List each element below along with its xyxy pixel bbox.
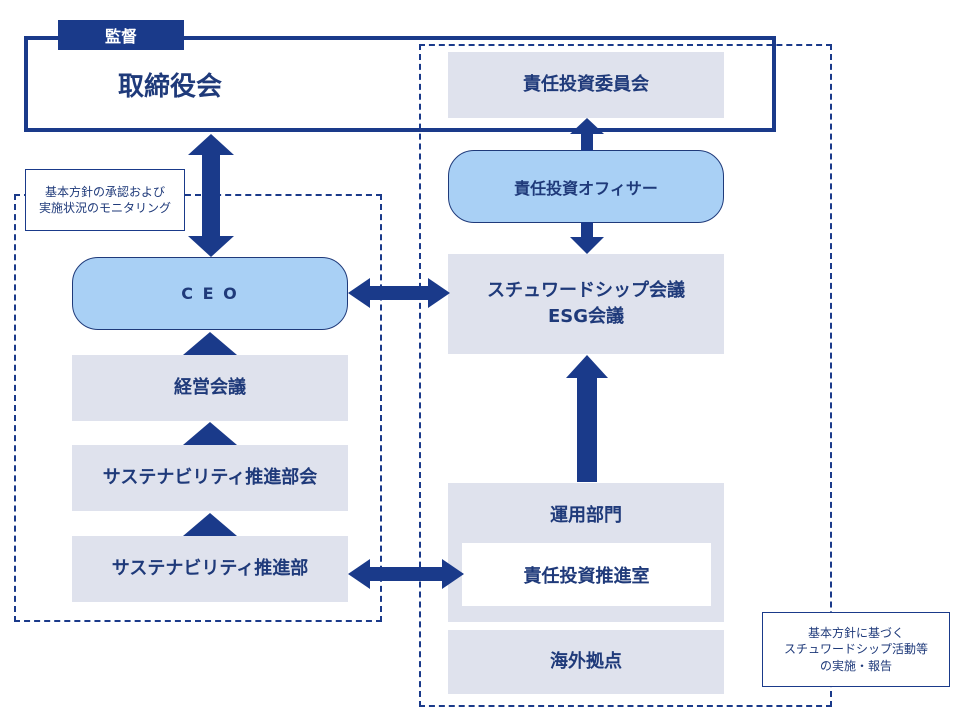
ceo-pill: C E O: [72, 257, 348, 330]
stewardship-meeting-box: スチュワードシップ会議 ESG会議: [448, 254, 724, 354]
management-meeting-label: 経営会議: [174, 376, 246, 398]
ceo-label: C E O: [181, 284, 239, 303]
board-title: 取締役会: [118, 72, 223, 102]
note-right-line2: スチュワードシップ活動等: [783, 642, 928, 657]
officer-stewardship-shaft: [581, 222, 593, 238]
note-left-line2: 実施状況のモニタリング: [38, 201, 171, 215]
stewardship-meeting-label: スチュワードシップ会議: [487, 279, 685, 301]
overseas-bases-box: 海外拠点: [448, 630, 724, 694]
sustainability-council-label: サステナビリティ推進部会: [102, 466, 318, 488]
committee-label: 責任投資委員会: [523, 73, 649, 95]
officer-stewardship-arrow: [570, 237, 604, 254]
responsible-investment-office-label: 責任投資推進室: [523, 565, 650, 587]
dept-office-arrow: [348, 559, 464, 589]
council-to-meeting-arrow: [183, 422, 237, 445]
division-stewardship-arrow: [566, 355, 608, 482]
left-dashed-group: [14, 194, 382, 622]
sustainability-council-box: サステナビリティ推進部会: [72, 445, 348, 511]
supervision-tag: 監督: [58, 20, 184, 50]
note-left-line1: 基本方針の承認および: [44, 184, 165, 199]
officer-label: 責任投資オフィサー: [514, 178, 658, 198]
sustainability-dept-box: サステナビリティ推進部: [72, 536, 348, 602]
committee-box: 責任投資委員会: [448, 52, 724, 118]
note-right-line3: の実施・報告: [819, 658, 892, 673]
committee-officer-shaft: [581, 133, 593, 151]
meeting-to-ceo-arrow: [183, 332, 237, 355]
supervision-tag-label: 監督: [104, 27, 137, 46]
esg-meeting-label: ESG会議: [547, 306, 625, 327]
note-right-line1: 基本方針に基づく: [807, 626, 904, 641]
management-meeting-box: 経営会議: [72, 355, 348, 421]
responsible-investment-office-box: 責任投資推進室: [462, 543, 711, 606]
note-right: 基本方針に基づく スチュワードシップ活動等 の実施・報告: [762, 612, 950, 687]
sustainability-dept-label: サステナビリティ推進部: [111, 557, 309, 579]
investment-division-label: 運用部門: [550, 505, 622, 526]
right-dashed-group: [419, 44, 832, 707]
note-left: 基本方針の承認および 実施状況のモニタリング: [25, 169, 185, 231]
committee-officer-arrow: [570, 118, 604, 134]
board-ceo-arrow: [188, 134, 234, 257]
board-frame: [24, 36, 776, 132]
ceo-stewardship-arrow: [348, 278, 450, 308]
overseas-bases-label: 海外拠点: [550, 650, 622, 672]
dept-to-council-arrow: [183, 513, 237, 536]
